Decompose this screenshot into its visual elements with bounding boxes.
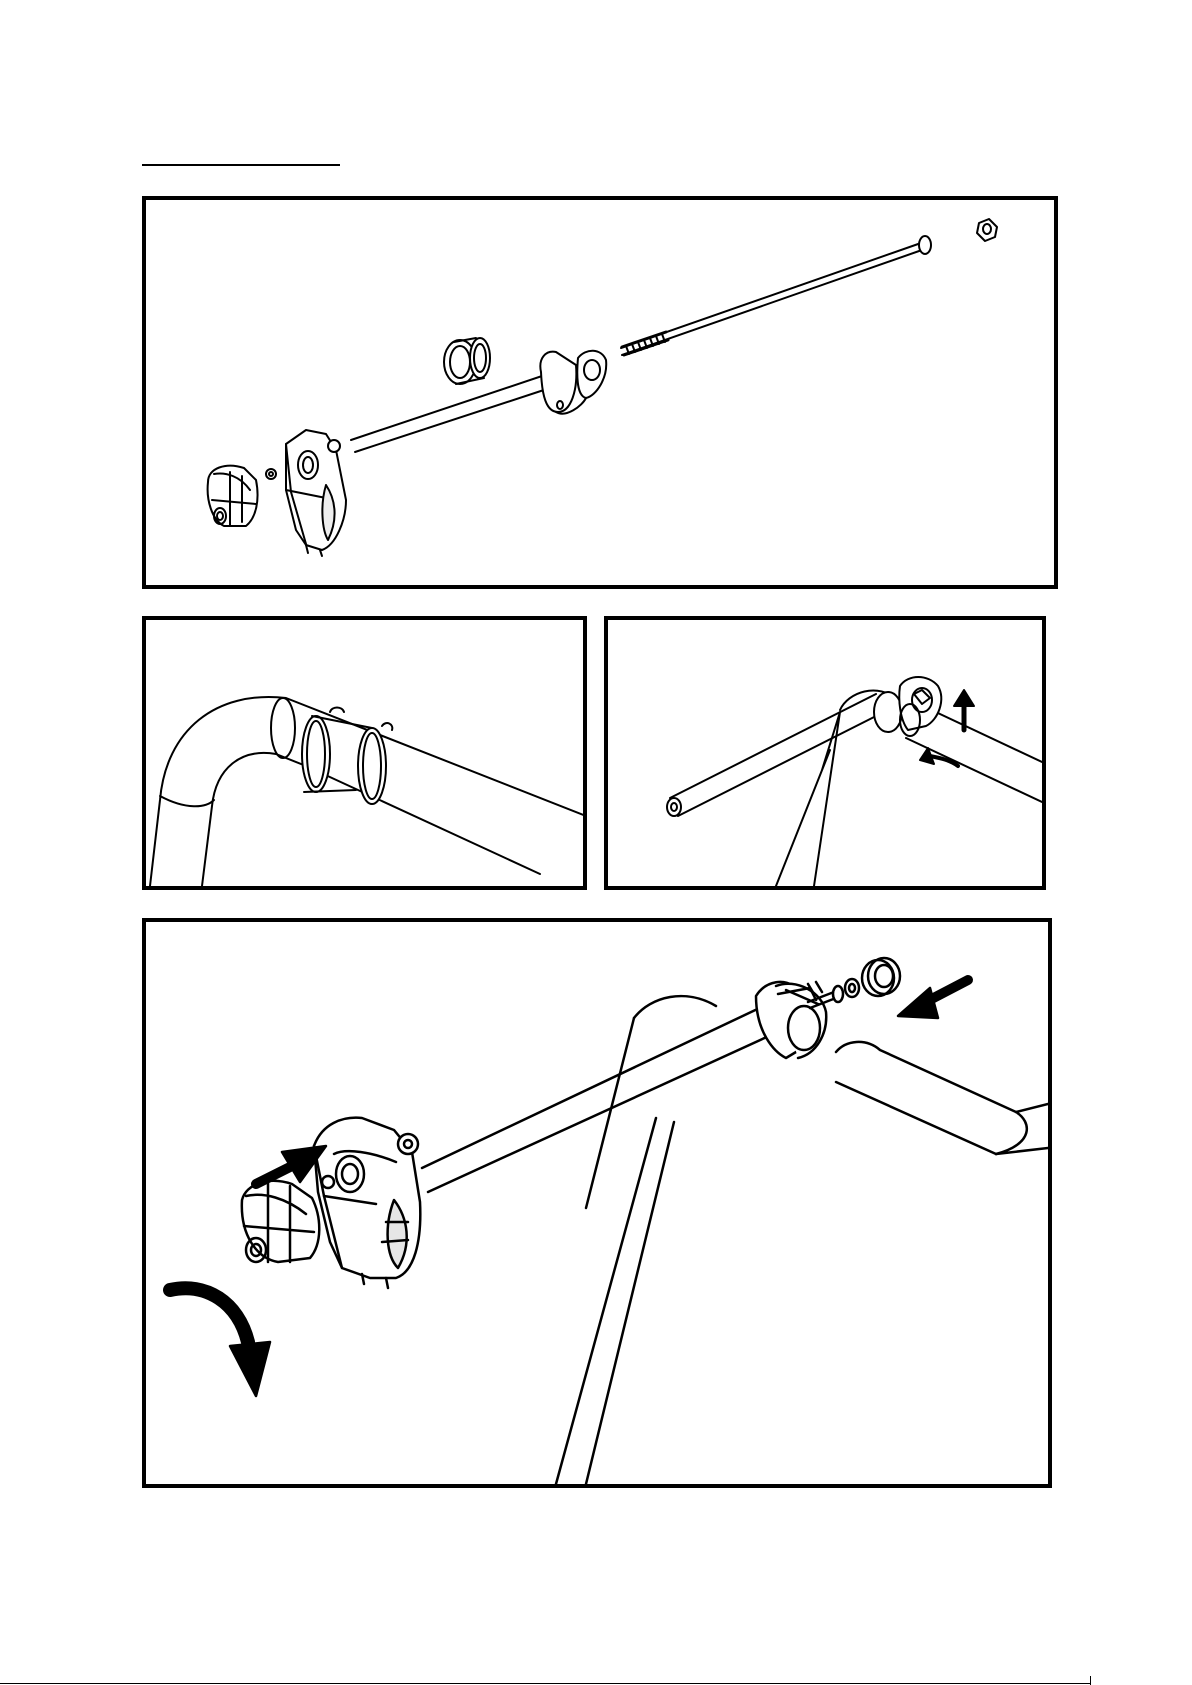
arm-bracket: [314, 1118, 420, 1288]
push-arrow-right: [898, 980, 968, 1018]
footer-rule: [0, 1683, 1090, 1684]
washer: [266, 469, 276, 479]
exploded-view-panel: [142, 196, 1058, 589]
step-heading-underline: [142, 164, 340, 166]
rod: [351, 373, 558, 452]
rod: [422, 1003, 784, 1192]
fit-sleeve-panel: [142, 616, 587, 890]
rod: [667, 694, 1042, 816]
final-assembly-panel: [142, 918, 1052, 1488]
saddle-clamp: [874, 677, 941, 736]
clamp-knob: [208, 466, 258, 526]
arm-bracket: [286, 430, 346, 556]
nut: [862, 958, 900, 996]
threaded-bolt: [621, 236, 931, 355]
fit-saddle-clamp-panel: [604, 616, 1046, 890]
washer: [845, 979, 859, 997]
footer-mark: [1090, 1676, 1091, 1685]
saddle-clamp: [756, 982, 826, 1058]
nut: [977, 219, 997, 241]
rotation-arrow: [170, 1288, 270, 1396]
sleeve: [444, 338, 490, 384]
saddle-clamp: [540, 351, 606, 414]
